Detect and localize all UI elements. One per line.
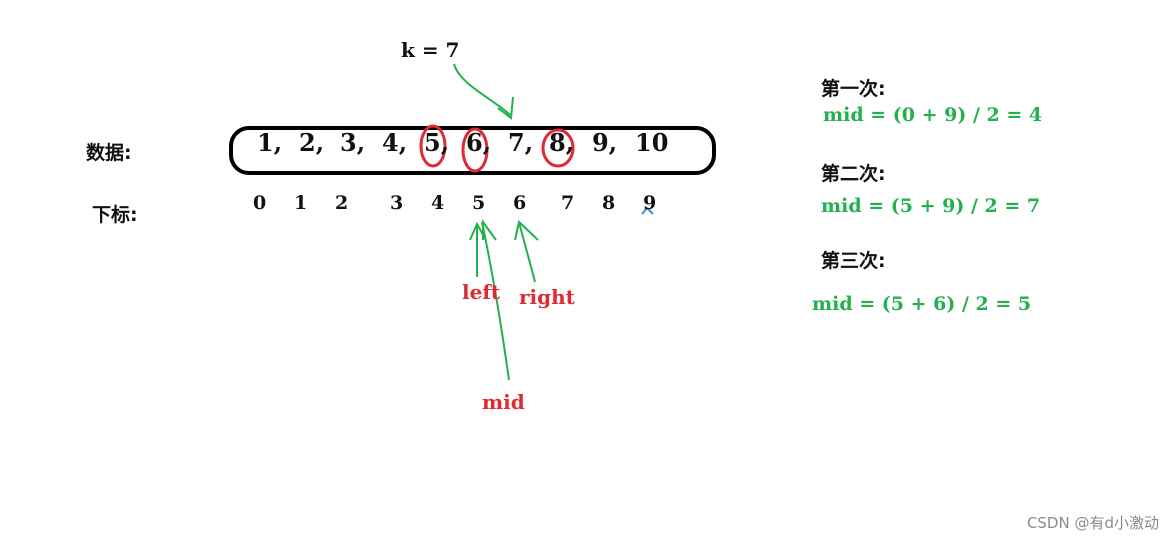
data-row-label: 数据: bbox=[86, 142, 132, 164]
index-item: 0 bbox=[253, 192, 267, 214]
index-item: 7 bbox=[561, 192, 575, 214]
index-row-label: 下标: bbox=[92, 204, 138, 226]
left-pointer-label: left bbox=[462, 280, 501, 304]
index-item: 3 bbox=[390, 192, 404, 214]
index-item: 8 bbox=[602, 192, 616, 214]
step-1-formula: mid = (0 + 9) / 2 = 4 bbox=[823, 104, 1043, 126]
right-arrow-head bbox=[514, 220, 539, 241]
data-item: 10 bbox=[635, 128, 669, 157]
highlight-circle-8 bbox=[541, 128, 575, 168]
step-2-title: 第二次: bbox=[821, 163, 886, 185]
data-item: 6, bbox=[466, 128, 492, 157]
data-item: 1, bbox=[257, 128, 283, 157]
right-arrow bbox=[518, 221, 536, 283]
step-3-formula: mid = (5 + 6) / 2 = 5 bbox=[812, 293, 1032, 315]
index-item: 1 bbox=[294, 192, 308, 214]
index-item: 4 bbox=[431, 192, 445, 214]
k-arrow bbox=[453, 63, 511, 116]
data-item: 4, bbox=[382, 128, 408, 157]
data-item: 9, bbox=[592, 128, 618, 157]
data-item: 2, bbox=[299, 128, 325, 157]
data-item: 5, bbox=[424, 128, 450, 157]
mid-arrow bbox=[481, 221, 510, 381]
k-arrow-head bbox=[497, 96, 514, 120]
mid-pointer-label: mid bbox=[482, 390, 525, 414]
step-3-title: 第三次: bbox=[821, 250, 886, 272]
step-1-title: 第一次: bbox=[821, 78, 886, 100]
data-item: 7, bbox=[508, 128, 534, 157]
data-item: 8, bbox=[549, 128, 575, 157]
index-item: 9 bbox=[643, 192, 657, 214]
highlight-circle-6 bbox=[461, 127, 489, 173]
k-label: k = 7 bbox=[401, 38, 460, 62]
index-item: 6 bbox=[513, 192, 527, 214]
highlight-circle-5 bbox=[419, 124, 447, 168]
step-2-formula: mid = (5 + 9) / 2 = 7 bbox=[821, 195, 1041, 217]
index-item: 5 bbox=[472, 192, 486, 214]
data-item: 3, bbox=[340, 128, 366, 157]
mid-arrow-head bbox=[482, 218, 497, 241]
cursor-mark-icon bbox=[641, 206, 654, 215]
index-item: 2 bbox=[335, 192, 349, 214]
watermark: CSDN @有d小激动 bbox=[1026, 514, 1159, 532]
right-pointer-label: right bbox=[519, 285, 575, 309]
